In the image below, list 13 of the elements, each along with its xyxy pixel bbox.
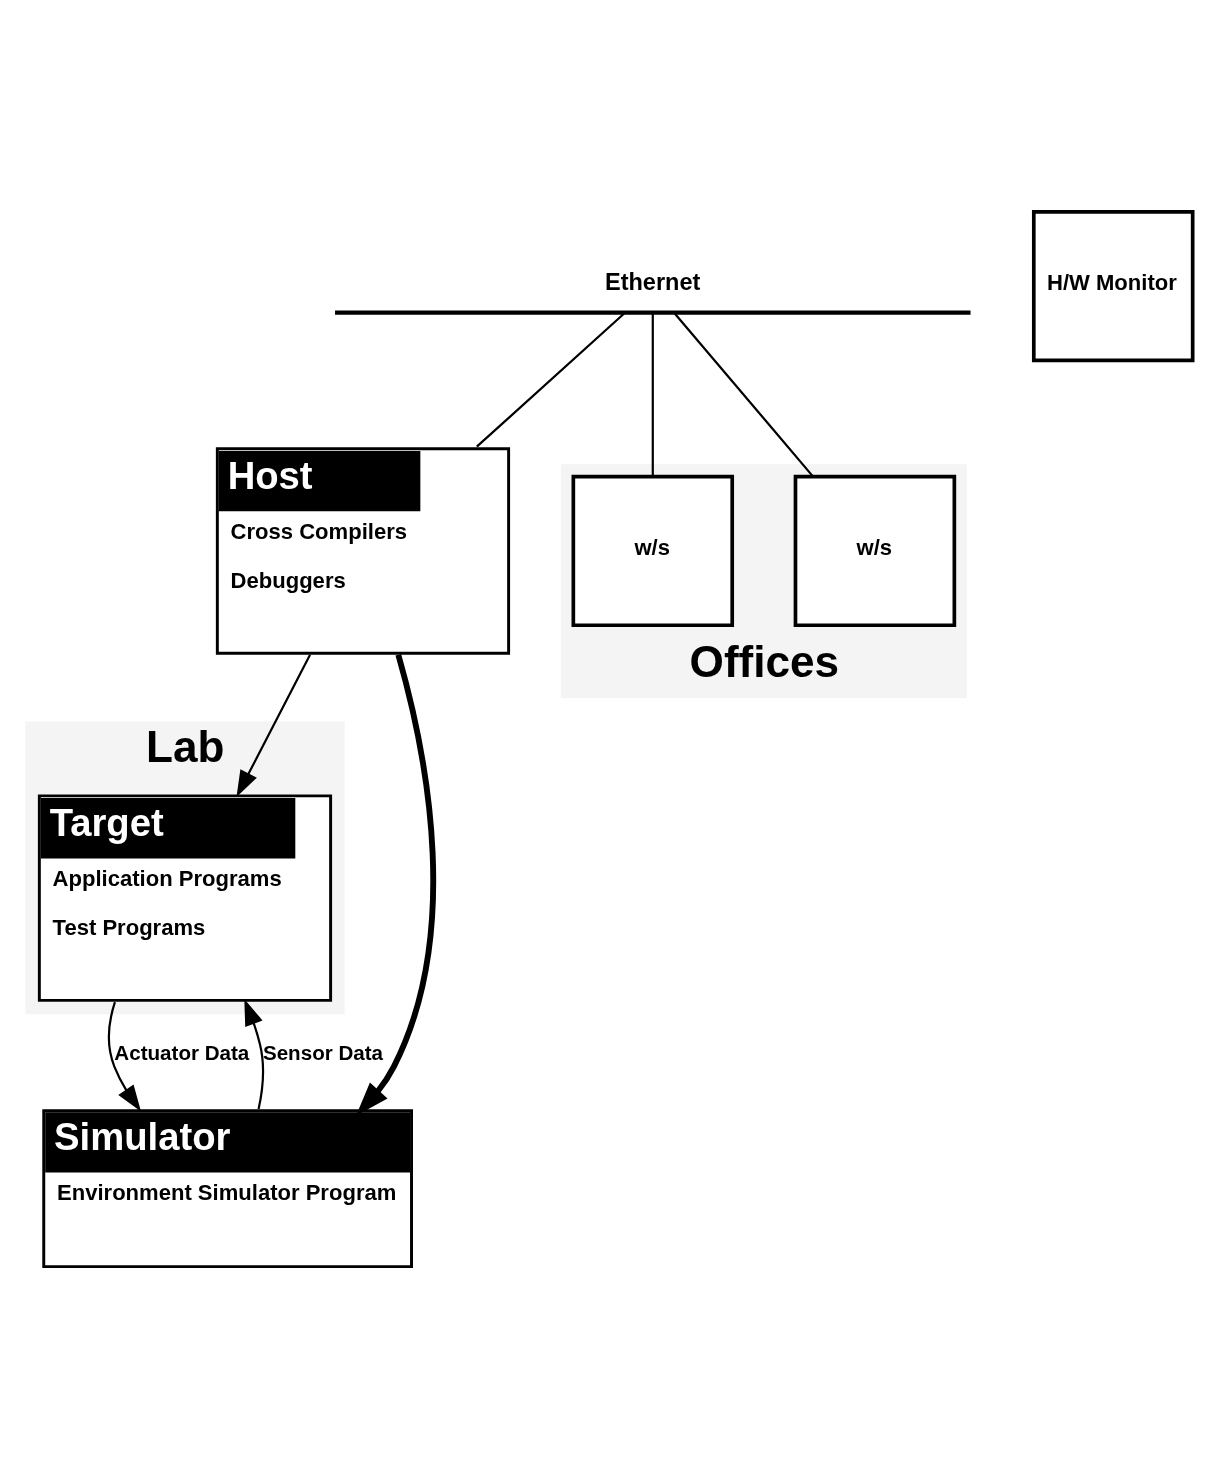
node-text: Ethernet [604, 268, 701, 295]
arrow [107, 1001, 141, 1111]
edge-label: Actuator Data [114, 1040, 250, 1064]
arrow [236, 653, 312, 797]
connector [476, 311, 626, 447]
arrow [244, 998, 265, 1109]
connector [673, 311, 814, 477]
node-box: w/s [571, 474, 735, 627]
node-box: H/W Monitor [1031, 209, 1195, 362]
arrow [356, 653, 437, 1116]
edge-label: Sensor Data [262, 1040, 384, 1064]
connector [651, 312, 654, 477]
node-box: w/s [793, 474, 957, 627]
